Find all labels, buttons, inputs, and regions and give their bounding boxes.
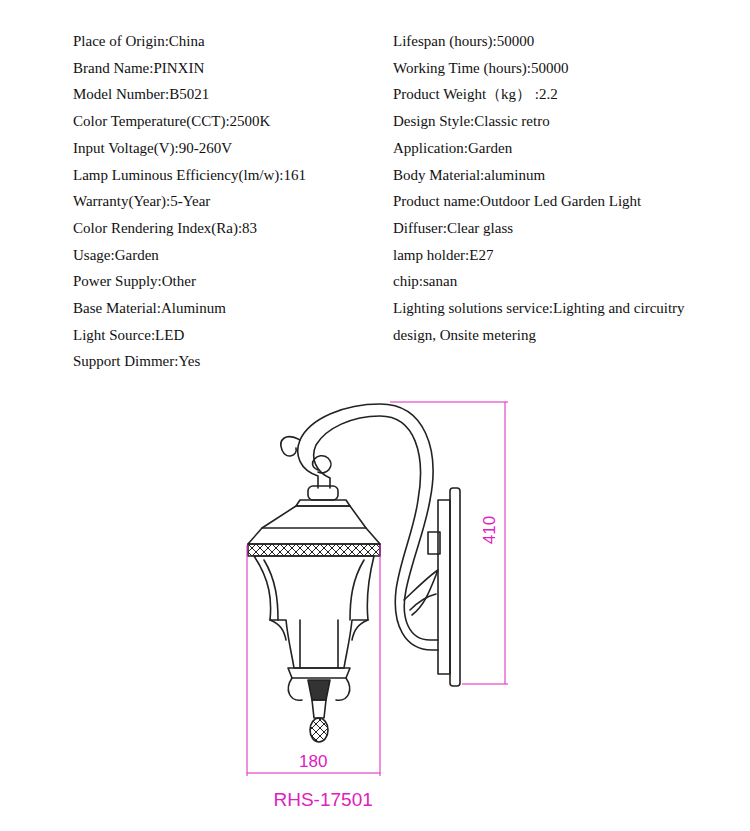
cap-ring (296, 500, 350, 506)
scroll-leaf (281, 437, 300, 456)
bottom-socket (308, 680, 330, 700)
spec-line: Color Temperature(CCT):2500K (73, 108, 270, 135)
spec-line: chip:sanan (393, 268, 457, 295)
lamp-arm-inner (314, 416, 438, 650)
bottom-scroll (288, 678, 349, 700)
cap-knob (308, 486, 338, 500)
width-dimension (247, 545, 380, 776)
spec-line: Warranty(Year):5-Year (73, 188, 210, 215)
spec-line: Power Supply:Other (73, 268, 196, 295)
spec-line: Model Number:B5021 (73, 81, 209, 108)
spec-line: Lifespan (hours):50000 (393, 28, 534, 55)
wall-plate (450, 488, 460, 686)
spec-line: Working Time (hours):50000 (393, 55, 568, 82)
glass-flare (270, 620, 368, 640)
spec-line: Body Material:aluminum (393, 162, 545, 189)
spec-line: Support Dimmer:Yes (73, 348, 200, 375)
spec-line: Product Weight（kg） :2.2 (393, 81, 558, 108)
arm-socket (428, 532, 440, 554)
spec-line: Design Style:Classic retro (393, 108, 550, 135)
mount-block (438, 500, 450, 674)
dimension-value: 410 (480, 514, 500, 546)
spec-line: Brand Name:PINXIN (73, 55, 204, 82)
lattice-band (248, 544, 380, 556)
model-number: RHS-17501 (272, 789, 375, 811)
lantern-glass (254, 556, 374, 668)
glass-post (300, 620, 338, 668)
finial-ball (310, 718, 328, 742)
finial-stem (312, 700, 326, 718)
scroll-curl (313, 456, 331, 473)
roof-line (262, 527, 366, 529)
spec-line: lamp holder:E27 (393, 242, 493, 269)
spec-line: Light Source:LED (73, 322, 184, 349)
spec-line: Place of Origin:China (73, 28, 205, 55)
leaf-vein (410, 594, 436, 610)
spec-line: Application:Garden (393, 135, 512, 162)
bottom-ring (288, 668, 350, 678)
spec-line: Lighting solutions service:Lighting and … (393, 295, 713, 349)
dimension-value: 180 (297, 752, 329, 772)
height-dimension (390, 402, 508, 684)
spec-line: Input Voltage(V):90-260V (73, 135, 232, 162)
spec-line: Color Rendering Index(Ra):83 (73, 215, 257, 242)
lantern-roof (248, 506, 380, 544)
glass-frame (264, 560, 364, 620)
spec-line: Base Material:Aluminum (73, 295, 226, 322)
lower-leaf (404, 570, 438, 615)
spec-line: Product name:Outdoor Led Garden Light (393, 188, 641, 215)
spec-line: Lamp Luminous Efficiency(lm/w):161 (73, 162, 306, 189)
spec-line: Usage:Garden (73, 242, 159, 269)
spec-line: Diffuser:Clear glass (393, 215, 513, 242)
